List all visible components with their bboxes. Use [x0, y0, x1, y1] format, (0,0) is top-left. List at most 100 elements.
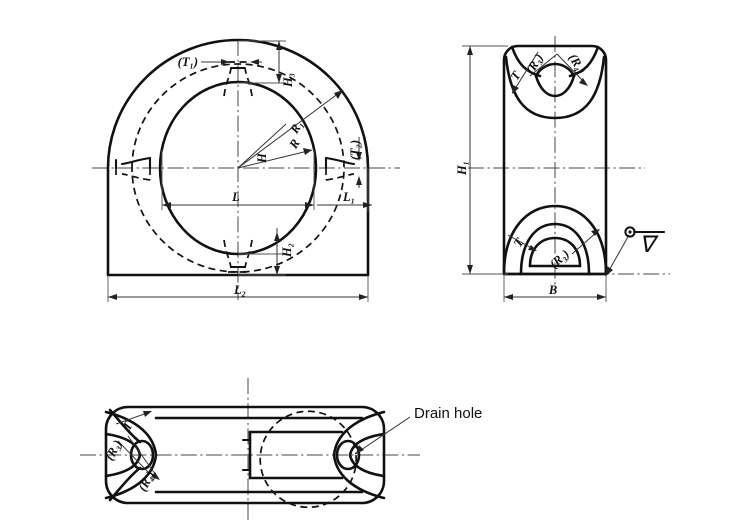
bottom-view-r3-leader: [117, 440, 149, 473]
front-view-right-throat-detail: [324, 156, 356, 181]
side-view-top-groove-left: [510, 45, 542, 78]
bottom-view-drain-leader-line: [357, 416, 411, 453]
front-view-r-leader: [237, 149, 313, 169]
side-view-bottom-saddle-mid: [519, 222, 591, 276]
bottom-view-label-drain-hole: Drain hole: [414, 405, 482, 422]
front-view-left-throat-lower: [121, 173, 151, 181]
side-view-bottom-r3-leader: [571, 230, 599, 255]
front-view-aperture: [158, 80, 318, 256]
side-view-bottom-r3-arrowhead: [591, 229, 600, 236]
side-view-b-arrow-left: [504, 294, 513, 300]
bottom-view-left-throat-inner: [104, 432, 142, 478]
front-view-h2-arrow-bottom: [274, 266, 280, 275]
side-view-top-bore-lower: [534, 74, 576, 98]
front-view-t2-arrowhead: [356, 152, 362, 161]
front-view-l2-arrow-left: [108, 294, 117, 300]
bottom-view-left-fillet-upper: [108, 408, 142, 444]
side-view-finish-leader: [606, 234, 630, 275]
front-view-top-throat-detail: [223, 61, 253, 97]
front-view-label-l1: L₁: [342, 190, 355, 204]
front-view-h2-dimension: [238, 228, 286, 276]
front-view-label-r1: R₁: [287, 118, 306, 137]
front-view-left-throat-upper: [120, 156, 152, 166]
front-view-r1-leader: [237, 89, 344, 169]
bottom-view-right-throat-inner: [348, 432, 386, 478]
front-view-left-throat-detail: [114, 156, 152, 181]
side-view-b-arrow-right: [597, 294, 606, 300]
side-view-bottom-bore: [528, 236, 582, 268]
bottom-view-left-throat: [104, 408, 160, 502]
front-view-r1-arrowhead: [334, 90, 343, 99]
side-view-bottom-t-arrowhead: [528, 245, 537, 251]
front-view-top-throat-left: [223, 67, 232, 97]
side-view-outer-profile: [502, 44, 608, 276]
front-view-bottom-throat-detail: [223, 239, 253, 273]
side-view-finish-arrowhead: [606, 266, 613, 276]
front-view-h-leader: [237, 123, 287, 169]
front-view-t1-arrowhead-right: [250, 59, 259, 65]
front-view: (T₁) (T₂) H₃ H₂ H R R₁ L L₁ L₂: [92, 38, 400, 302]
front-view-l-dimension: [161, 150, 315, 210]
front-view-top-throat-right: [244, 67, 253, 97]
bottom-view-section-channel: [154, 416, 364, 494]
front-view-right-throat-lower: [325, 173, 355, 181]
side-view-top-saddle: [504, 45, 606, 120]
side-view-top-r4-arrowhead: [579, 78, 588, 86]
bottom-view-drain-hole: [335, 439, 361, 471]
side-view-label-h1: H₁: [455, 161, 469, 176]
front-view-l1-arrow-right: [363, 202, 372, 208]
front-view-r-arrowhead: [303, 148, 312, 155]
front-view-label-l: L: [231, 190, 240, 204]
front-view-label-h2: H₂: [280, 243, 294, 258]
front-view-t1-arrowhead: [221, 59, 230, 65]
side-view-finish-dot: [628, 230, 632, 234]
bottom-view: T (R₃) (R₄) Drain hole: [80, 378, 482, 520]
bottom-view-r4-arrowhead: [151, 472, 160, 480]
bottom-view-right-throat-outer: [332, 410, 386, 500]
bottom-view-t-arrowhead: [143, 411, 152, 417]
side-view-surface-finish: ∇: [606, 226, 666, 276]
side-view-top-t-arrowhead: [512, 85, 519, 94]
bottom-view-r4-leader: [127, 435, 159, 479]
front-view-l-arrow-right: [305, 202, 314, 208]
side-view-h1-dimension: [462, 45, 508, 275]
bottom-view-left-fillet-lower: [108, 466, 142, 502]
front-view-label-h3: H₃: [281, 73, 295, 88]
side-view-top-r3-leader: [529, 53, 558, 77]
side-view-b-dimension: [503, 275, 607, 302]
front-view-label-t1: (T₁): [178, 55, 198, 69]
front-view-l2-dimension: [107, 276, 369, 302]
front-view-t2-arrowhead-low: [356, 176, 362, 185]
front-view-h3-arrow-bottom: [276, 74, 282, 83]
front-view-h3-arrow-top: [276, 41, 282, 50]
side-view-bottom-saddle-outer: [502, 204, 608, 276]
side-view-h1-arrow-bottom: [467, 265, 473, 274]
bottom-view-outer-profile: [104, 405, 386, 505]
front-view-right-throat-upper: [324, 156, 356, 166]
side-view-label-b: B: [548, 283, 557, 297]
front-view-h2-arrow-top: [274, 232, 280, 241]
side-view-label-finish-symbol: ∇: [639, 232, 659, 257]
front-view-l-arrow-left: [162, 202, 171, 208]
side-view-top-groove-right: [568, 45, 600, 78]
front-view-h3-dimension: [238, 40, 286, 84]
front-view-t2-leader: [356, 137, 362, 188]
side-view-h1-arrow-top: [467, 46, 473, 55]
bottom-view-drain-hole-leader: [356, 416, 411, 454]
side-view-top-saddle-outer: [504, 55, 606, 120]
front-view-hidden-bore-outline: [131, 63, 345, 273]
side-view-top-bore-upper: [534, 62, 576, 78]
front-view-label-l2: L₂: [233, 283, 246, 297]
front-view-t1-leader: [201, 59, 262, 65]
front-view-label-h: H: [255, 152, 269, 164]
side-view-top-t-leader: [512, 51, 539, 93]
front-view-l2-arrow-right: [359, 294, 368, 300]
front-view-radius-leaders: [237, 89, 344, 169]
front-view-outer-profile: [106, 38, 370, 277]
side-view-top-r4-leader: [556, 53, 587, 85]
front-view-label-t2: (T₂): [348, 140, 362, 160]
side-view-bottom-saddle: [502, 204, 608, 276]
bottom-view-right-throat: [332, 410, 386, 500]
